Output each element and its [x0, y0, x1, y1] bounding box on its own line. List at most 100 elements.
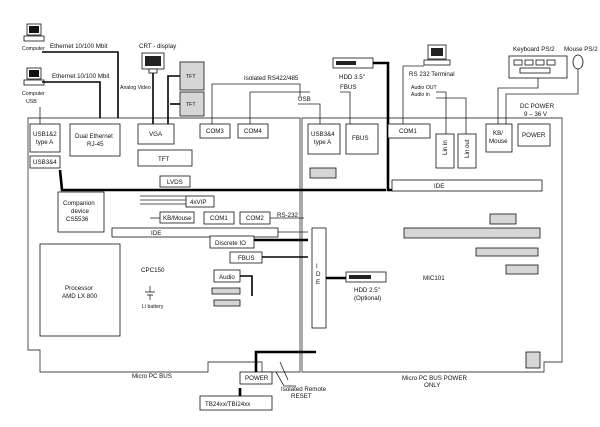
usb-left-label: USB [26, 99, 37, 105]
reset-cable [275, 371, 296, 387]
crt-display-icon [141, 52, 165, 74]
analog-video-label: Analog Video [120, 85, 151, 91]
tft-mid-label: TFT [186, 102, 196, 108]
rs-line-2 [249, 91, 310, 124]
cpc-kbmouse-label: KB/Mouse [163, 215, 192, 222]
cpc-power-block: POWER [239, 371, 273, 385]
computer-1-icon [23, 23, 45, 42]
cpc-usb34-block: USB3&4 [29, 155, 61, 169]
keyboard-icon [508, 55, 568, 79]
cpc-power-label: POWER [245, 375, 269, 382]
cpc-lvds-block: LVDS [159, 175, 191, 188]
mic-kb-label: KB/ [493, 130, 503, 137]
crt-label: CRT - display [139, 43, 177, 50]
cpc-com4-label: COM4 [244, 128, 262, 135]
mic-fbus-label: FBUS [352, 135, 369, 142]
mouse-icon [572, 54, 584, 70]
rs232-terminal-icon [423, 44, 451, 66]
cpc-board-name: CPC150 [141, 267, 165, 274]
tft-line-top [167, 75, 180, 140]
cpc-com1-block: COM1 [203, 211, 235, 225]
mouse-line [505, 69, 579, 124]
cpc-processor-label: Processor [65, 285, 93, 292]
mic-connector-6 [525, 351, 541, 369]
cpc-fbus-label: FBUS [238, 255, 255, 262]
cpc-bus-label: Micro PC BUS [132, 373, 172, 380]
computer-2-label: Computer [22, 91, 45, 97]
hdd25-label: HDD 2.5" [354, 287, 380, 294]
rs232-terminal-label: RS 232 Terminal [409, 71, 455, 78]
cpc-discrete-io-block: Discrete IO [209, 235, 255, 249]
hdd35-icon [332, 57, 374, 69]
mic-lin-in-block: Lin in [435, 133, 455, 169]
cpc-dual-ethernet-rj45: RJ-45 [87, 141, 104, 148]
usb34-bus-line [58, 169, 386, 192]
cpc-connector-2 [213, 299, 241, 307]
mic-usb34-block: USB3&4 type A [307, 123, 341, 155]
cpc-vga-label: VGA [149, 131, 163, 138]
battery-icon [145, 286, 155, 300]
tft-top-label: TFT [186, 74, 196, 80]
battery-label: Li battery [142, 304, 164, 310]
dc-range-label: 9 – 36 V [524, 111, 548, 118]
cpc-processor-model: AMD LX 800 [62, 293, 98, 300]
cpc-companion-label: Companion [63, 200, 95, 207]
cpc-fbus-block: FBUS [229, 251, 263, 264]
computer-2-icon [23, 67, 45, 86]
audio-in-label: Audio in [411, 92, 430, 98]
fbus-top-line [340, 91, 351, 124]
hdd25-optional-label: (Optional) [354, 295, 381, 302]
mouse-label: Mouse PS/2 [564, 46, 598, 53]
mic-power-label: POWER [522, 132, 546, 139]
cpc-connector-1 [211, 287, 241, 295]
mic-ide-vertical-block: I D E [311, 227, 327, 329]
cpc-usb12-block: USB1&2 type A [29, 123, 61, 153]
mic-ide-vertical-label: I [316, 263, 318, 270]
cpc-audio-block: Audio [213, 269, 241, 283]
cpc-vga-block: VGA [137, 123, 175, 145]
mic-fbus-block: FBUS [345, 123, 379, 155]
mic-connector-4 [475, 247, 539, 257]
cpc-kbmouse-block: KB/Mouse [159, 211, 195, 224]
reset-label-2: RESET [291, 393, 312, 400]
mic101-board-outline [301, 117, 563, 373]
cpc-lvds-label: LVDS [167, 179, 183, 186]
rs232-terminal-line [402, 65, 424, 124]
rs-line [211, 83, 301, 124]
cpc-dual-ethernet-block: Dual Ethernet RJ-45 [69, 123, 121, 157]
cpc-audio-label: Audio [219, 274, 235, 281]
mic-lin-in-label: Lin in [442, 140, 449, 155]
audio-cable [240, 275, 253, 296]
mic-board-name: MIC101 [423, 275, 445, 282]
cpc-com4-block: COM4 [237, 123, 269, 139]
mic-usb34-label: USB3&4 [311, 131, 335, 138]
cpc-companion-chip: CS5536 [66, 216, 89, 223]
tft-mid-panel: TFT [179, 91, 205, 117]
cpc-usb12-type: type A [36, 139, 54, 146]
power-cable [254, 350, 316, 372]
usb-mid-line [298, 103, 321, 124]
mic-lin-out-block: Lin out [457, 133, 477, 169]
mic-connector-3 [403, 227, 541, 239]
cpc-ide-block: IDE [111, 227, 279, 238]
mic-lin-out-label: Lin out [464, 139, 471, 158]
mic-connector-2 [489, 213, 517, 225]
mic-com1-label: COM1 [399, 128, 417, 135]
fbus-top-label: FBUS [340, 84, 357, 91]
audio-out-label: Audio OUT [411, 85, 437, 91]
mic-ide-vertical-e: E [316, 279, 320, 286]
cpc-ide-label: IDE [151, 230, 161, 237]
cpc-com2-label: COM2 [246, 215, 264, 222]
audio-in-line [436, 97, 467, 134]
cpc-tb-label: TB24xx/TBI24xx [205, 401, 251, 408]
dc-power-label: DC POWER [520, 103, 555, 110]
cpc-usb12-label: USB1&2 [33, 131, 57, 138]
cpc-com3-block: COM3 [199, 123, 231, 139]
mic-power-block: POWER [517, 123, 551, 147]
hdd35-label: HDD 3.5" [339, 74, 365, 81]
cpc150-board-outline [27, 117, 301, 373]
keyboard-label: Keyboard PS/2 [513, 46, 555, 53]
cpc-processor-block: Processor AMD LX 800 [39, 243, 121, 337]
hdd25-icon [345, 271, 387, 283]
